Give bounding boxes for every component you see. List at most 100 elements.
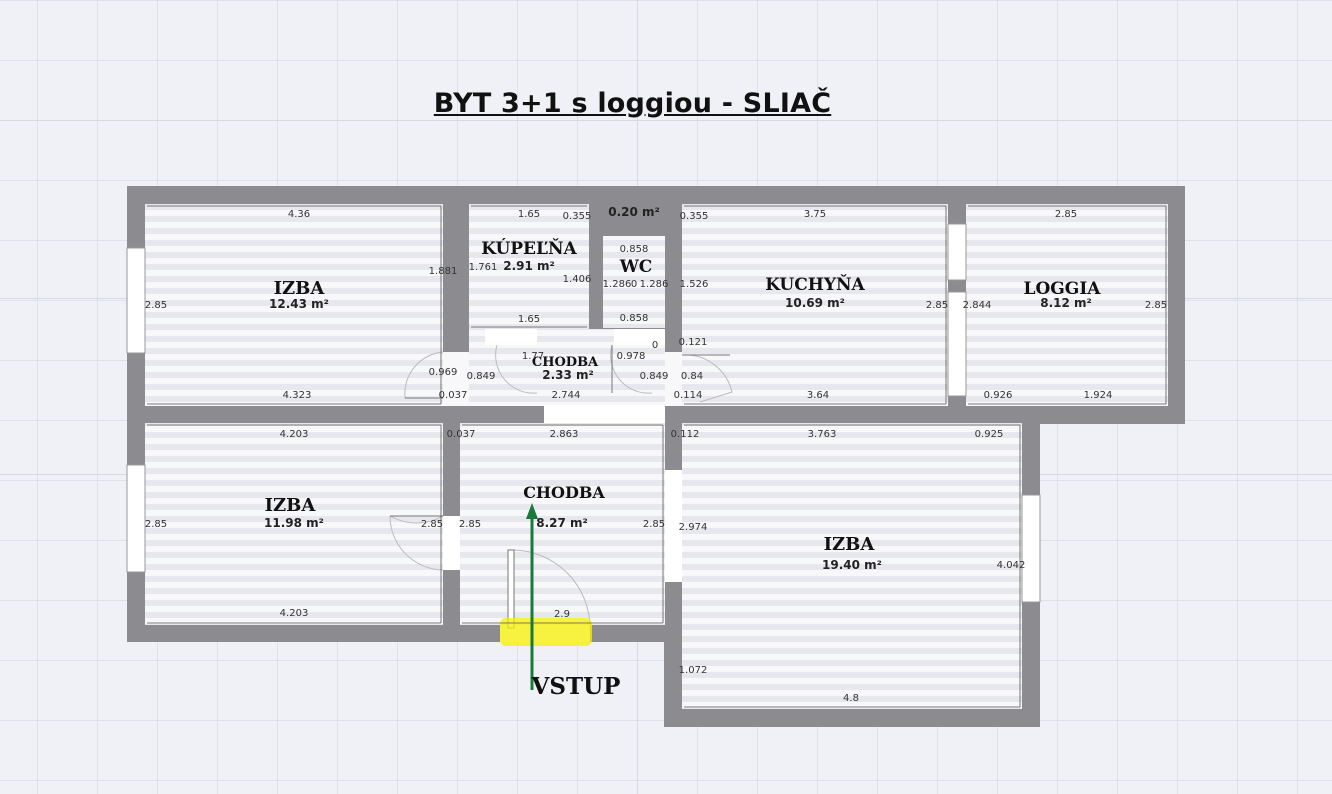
room-name: KUCHYŇA	[765, 274, 865, 295]
entrance-highlight	[500, 618, 592, 646]
dimension-label: 2.9	[554, 609, 570, 620]
dimension-label: 0.849	[640, 371, 669, 382]
dimension-label: 0.926	[984, 390, 1013, 401]
dimension-label: 0.84	[681, 371, 703, 382]
doorway	[443, 352, 469, 406]
room-name: IZBA	[824, 534, 876, 555]
doorway	[665, 470, 682, 582]
dimension-label: 2.974	[679, 522, 708, 533]
entrance-arrow	[526, 503, 538, 690]
floor-izba-2	[145, 423, 443, 625]
floor-wc	[603, 236, 665, 328]
room-area: 12.43 m²	[269, 297, 329, 311]
dimension-label: 0.355	[680, 211, 709, 222]
dimension-label: 2.85	[643, 519, 665, 530]
room-name: WC	[619, 257, 653, 277]
room-area: 8.27 m²	[536, 516, 588, 530]
room-name: IZBA	[265, 495, 317, 516]
dimension-label: 0.849	[467, 371, 496, 382]
dimension-label: 0.114	[674, 390, 703, 401]
floor-kupelna	[469, 204, 589, 329]
window	[1021, 494, 1041, 603]
dimension-label: 4.8	[843, 693, 859, 704]
dimension-label: 0.037	[439, 390, 468, 401]
dimension-label: 2.85	[926, 300, 948, 311]
dimension-label: 1.77	[522, 351, 544, 362]
door-swings	[389, 344, 733, 629]
room-area: 19.40 m²	[822, 558, 882, 572]
dimension-label: 3.763	[808, 429, 837, 440]
floor-loggia	[966, 204, 1168, 406]
doorway	[614, 329, 665, 345]
window	[947, 223, 967, 281]
room-area: 11.98 m²	[264, 516, 324, 530]
dimension-label: 1.072	[679, 665, 708, 676]
dimension-label: 2.744	[552, 390, 581, 401]
dimension-label: 2.85	[421, 519, 443, 530]
dimension-label: 2.85	[145, 300, 167, 311]
room-area: 8.12 m²	[1040, 296, 1092, 310]
room-name: KÚPEĽŇA	[481, 238, 577, 259]
room-name: CHODBA	[523, 483, 605, 502]
floor-izba-1	[145, 204, 443, 406]
room-area: 10.69 m²	[785, 296, 845, 310]
floors	[145, 204, 1168, 709]
room-name: CHODBA	[532, 355, 599, 370]
doorway	[544, 405, 665, 423]
room-area: 0.20 m²	[608, 205, 660, 219]
entrance-label: VSTUP	[531, 673, 621, 700]
openings	[126, 223, 1041, 642]
dimension-label: 2.85	[1055, 209, 1077, 220]
doorway	[665, 352, 682, 406]
dimension-label: 1.406	[563, 274, 592, 285]
dimension-label: 1.881	[429, 266, 458, 277]
dimension-label: 0.355	[563, 211, 592, 222]
dimension-label: 4.323	[283, 390, 312, 401]
dimension-label: 1.924	[1084, 390, 1113, 401]
dimension-label: 2.863	[550, 429, 579, 440]
room-labels: IZBA 12.43 m² KÚPEĽŇA 2.91 m² WC 0.20 m²…	[264, 205, 1101, 572]
dimension-label: 0	[631, 279, 637, 290]
dimension-label: 4.203	[280, 608, 309, 619]
dimension-label: 2.85	[145, 519, 167, 530]
dimension-label: 0.858	[620, 313, 649, 324]
dimension-label: 0.037	[447, 429, 476, 440]
room-area: 2.91 m²	[503, 259, 555, 273]
dimension-label: 1.286	[603, 279, 632, 290]
dimension-label: 0	[652, 340, 658, 351]
floor-izba-3	[682, 423, 1022, 709]
dimension-label: 3.64	[807, 390, 829, 401]
window	[947, 291, 967, 397]
dimension-label: 2.85	[1145, 300, 1167, 311]
dimension-label: 2.844	[963, 300, 992, 311]
dimension-label: 1.526	[680, 279, 709, 290]
floor-kuchyna	[682, 204, 948, 406]
dimension-lines	[147, 205, 1167, 708]
dimension-label: 1.761	[469, 262, 498, 273]
floor-chodba	[460, 423, 665, 625]
dimension-label: 2.85	[459, 519, 481, 530]
dimension-label: 4.042	[997, 560, 1026, 571]
grid-line	[0, 120, 1332, 121]
dimension-label: 1.65	[518, 314, 540, 325]
plan-title: BYT 3+1 s loggiou - SLIAČ	[433, 88, 832, 119]
dimension-label: 0.112	[671, 429, 700, 440]
room-area: 2.33 m²	[542, 368, 594, 382]
dimension-label: 4.36	[288, 209, 310, 220]
dimension-label: 0.925	[975, 429, 1004, 440]
dimension-label: 4.203	[280, 429, 309, 440]
room-name: IZBA	[274, 278, 326, 299]
dimension-label: 0.969	[429, 367, 458, 378]
dimension-label: 1.286	[640, 279, 669, 290]
dimension-label: 0.858	[620, 244, 649, 255]
dimension-labels: 4.36 4.323 2.85 1.881 1.65 1.65 1.761 1.…	[145, 209, 1167, 704]
dimension-label: 0.121	[679, 337, 708, 348]
window	[126, 247, 146, 354]
window	[126, 464, 146, 573]
doorway	[485, 329, 537, 345]
dimension-label: 0.978	[617, 351, 646, 362]
dimension-label: 3.75	[804, 209, 826, 220]
dimension-label: 1.65	[518, 209, 540, 220]
room-name: LOGGIA	[1024, 279, 1102, 299]
